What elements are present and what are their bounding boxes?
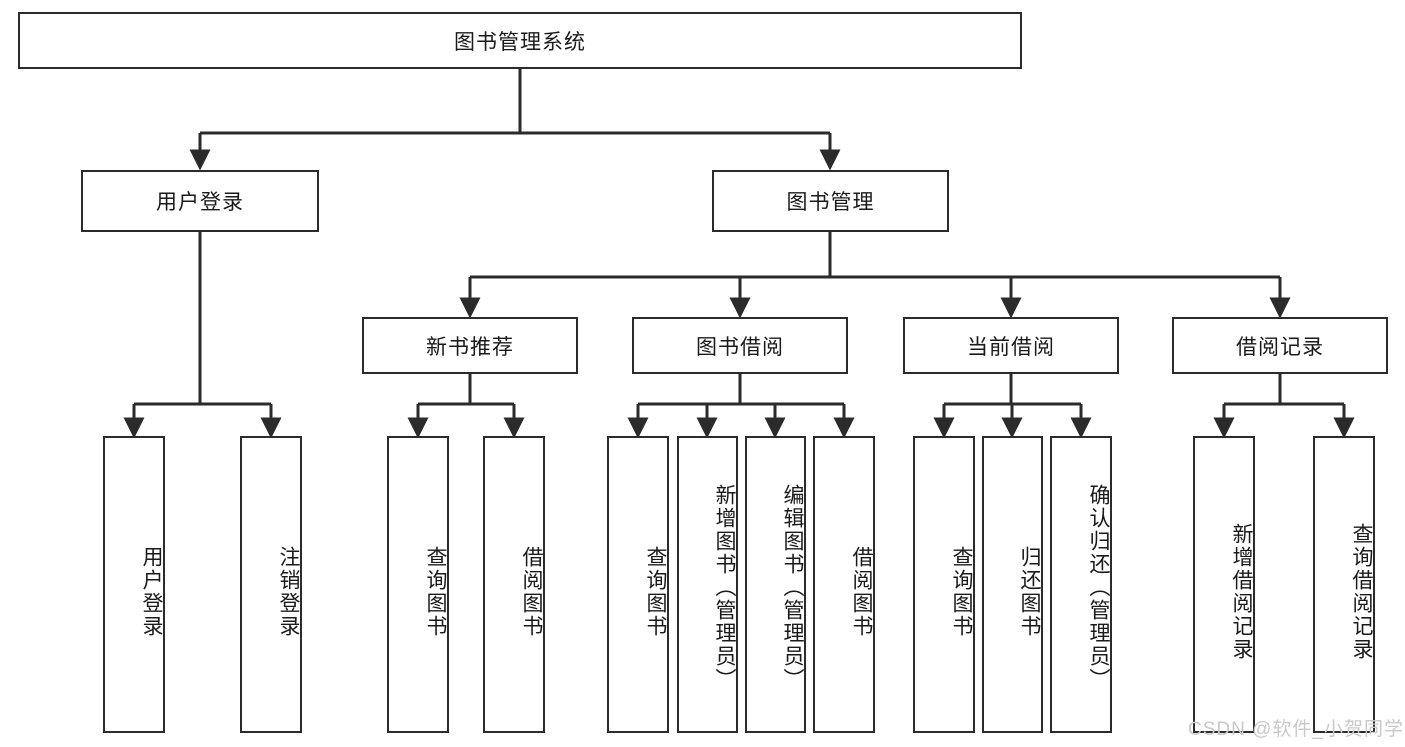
node-borrow-record-label: 借阅记录	[1236, 335, 1324, 359]
leaf-add-book-admin-label: 新增图书（管理员）	[713, 484, 736, 691]
node-book-borrow-label: 图书借阅	[696, 335, 784, 359]
leaf-query-book-cur[interactable]: 查询图书	[913, 436, 975, 733]
leaf-add-borrow-record[interactable]: 新增借阅记录	[1193, 436, 1255, 733]
node-user-login-label: 用户登录	[156, 191, 244, 214]
leaf-borrow-book-rec-label: 借阅图书	[520, 545, 543, 638]
leaf-borrow-book-label: 借阅图书	[850, 545, 873, 638]
node-book-borrow[interactable]: 图书借阅	[632, 317, 848, 374]
leaf-return-book-label: 归还图书	[1018, 545, 1041, 638]
node-book-manage-label: 图书管理	[786, 191, 875, 214]
node-current-borrow-label: 当前借阅	[967, 335, 1055, 359]
node-root-label: 图书管理系统	[454, 30, 586, 54]
leaf-confirm-return-admin[interactable]: 确认归还（管理员）	[1050, 436, 1112, 733]
leaf-edit-book-admin-label: 编辑图书（管理员）	[781, 484, 804, 691]
node-new-book-recommend-label: 新书推荐	[426, 335, 514, 359]
node-new-book-recommend[interactable]: 新书推荐	[362, 317, 578, 374]
leaf-add-borrow-record-label: 新增借阅记录	[1230, 522, 1253, 661]
leaf-query-borrow-record-label: 查询借阅记录	[1350, 522, 1373, 661]
leaf-user-login-label: 用户登录	[140, 545, 163, 638]
csdn-watermark: CSDN @软件_小贺同学	[1188, 719, 1404, 740]
leaf-query-borrow-record[interactable]: 查询借阅记录	[1313, 436, 1375, 733]
leaf-query-book-borrow-label: 查询图书	[644, 545, 667, 638]
leaf-return-book[interactable]: 归还图书	[982, 436, 1043, 733]
node-book-manage[interactable]: 图书管理	[712, 170, 949, 232]
leaf-user-login[interactable]: 用户登录	[103, 436, 165, 733]
node-root[interactable]: 图书管理系统	[18, 12, 1022, 69]
node-current-borrow[interactable]: 当前借阅	[903, 317, 1119, 374]
leaf-query-book-rec[interactable]: 查询图书	[387, 436, 449, 733]
leaf-borrow-book[interactable]: 借阅图书	[813, 436, 875, 733]
leaf-logout-label: 注销登录	[277, 545, 300, 638]
node-borrow-record[interactable]: 借阅记录	[1172, 317, 1388, 374]
leaf-edit-book-admin[interactable]: 编辑图书（管理员）	[745, 436, 806, 733]
leaf-logout[interactable]: 注销登录	[240, 436, 302, 733]
leaf-query-book-cur-label: 查询图书	[950, 545, 973, 638]
leaf-query-book-rec-label: 查询图书	[424, 545, 447, 638]
node-user-login[interactable]: 用户登录	[81, 170, 319, 232]
leaf-borrow-book-rec[interactable]: 借阅图书	[483, 436, 545, 733]
leaf-confirm-return-admin-label: 确认归还（管理员）	[1087, 484, 1110, 691]
leaf-add-book-admin[interactable]: 新增图书（管理员）	[677, 436, 738, 733]
leaf-query-book-borrow[interactable]: 查询图书	[607, 436, 669, 733]
